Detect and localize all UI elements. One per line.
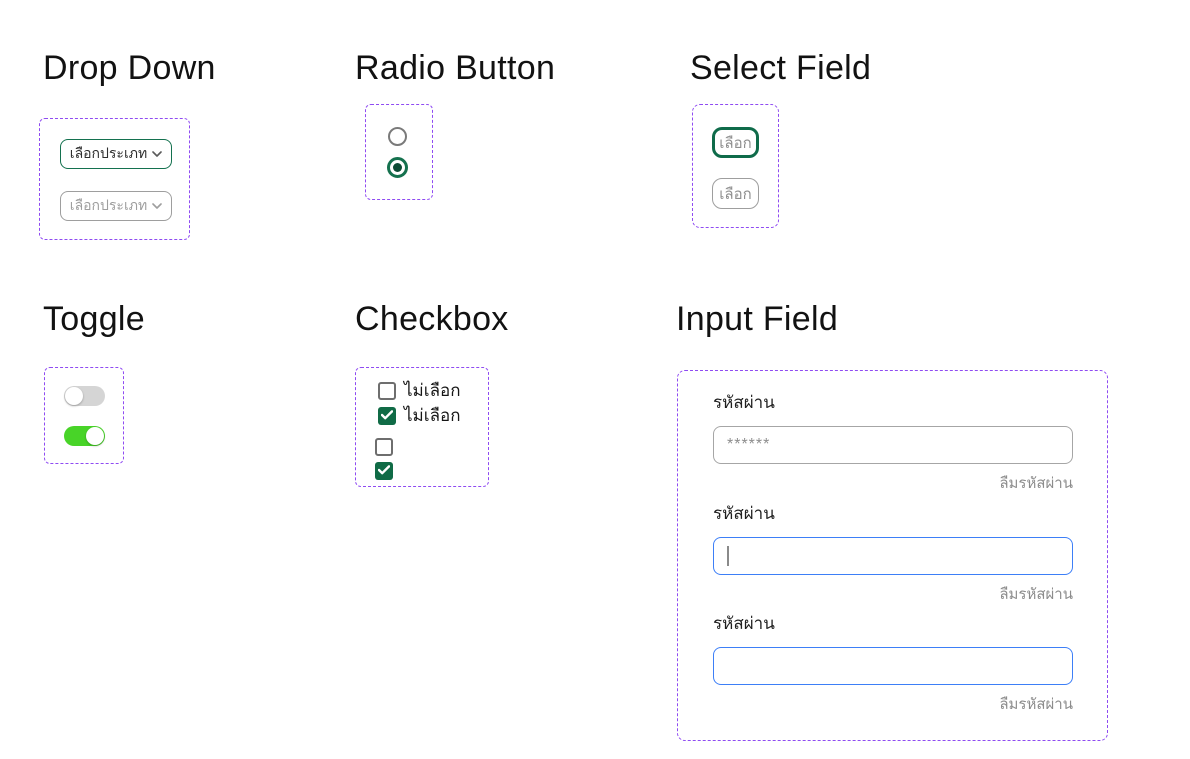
- select-chip-selected[interactable]: เลือก: [712, 127, 759, 158]
- password-label: รหัสผ่าน: [713, 393, 775, 412]
- input-section-title: Input Field: [676, 300, 839, 338]
- password-input-active[interactable]: [713, 647, 1073, 685]
- input-group-focused: รหัสผ่าน ลืมรหัสผ่าน: [713, 504, 1073, 603]
- checkbox-label: ไม่เลือก: [404, 406, 461, 425]
- toggle-component-frame: [44, 367, 124, 464]
- checkbox-checked[interactable]: [375, 462, 393, 480]
- input-component-frame: รหัสผ่าน ลืมรหัสผ่าน รหัสผ่าน ลืมรหัสผ่า…: [677, 370, 1108, 741]
- dropdown-button-label: เลือกประเภท: [69, 197, 148, 213]
- chevron-down-icon: [152, 151, 163, 157]
- password-input-focused[interactable]: [713, 537, 1073, 575]
- text-caret: [727, 546, 729, 566]
- forgot-password-link[interactable]: ลืมรหัสผ่าน: [999, 586, 1073, 603]
- dropdown-button-label: เลือกประเภท: [69, 145, 148, 161]
- select-component-frame: เลือก เลือก: [692, 104, 779, 228]
- forgot-password-link[interactable]: ลืมรหัสผ่าน: [999, 475, 1073, 492]
- checkbox-component-frame: ไม่เลือก ไม่เลือก: [355, 367, 489, 487]
- password-label: รหัสผ่าน: [713, 614, 775, 633]
- checkbox-unchecked[interactable]: [375, 438, 393, 456]
- select-chip-default[interactable]: เลือก: [712, 178, 759, 209]
- toggle-section-title: Toggle: [43, 300, 145, 338]
- select-chip-label: เลือก: [719, 185, 752, 203]
- chevron-down-icon: [152, 203, 163, 209]
- toggle-switch-on[interactable]: [64, 426, 105, 446]
- checkbox-unchecked[interactable]: [378, 382, 396, 400]
- dropdown-section-title: Drop Down: [43, 49, 216, 87]
- input-group-active: รหัสผ่าน ลืมรหัสผ่าน: [713, 614, 1073, 713]
- dropdown-button-active[interactable]: เลือกประเภท: [60, 139, 172, 169]
- check-icon: [380, 407, 394, 425]
- select-section-title: Select Field: [690, 49, 872, 87]
- check-icon: [377, 462, 391, 480]
- checkbox-checked[interactable]: [378, 407, 396, 425]
- password-input-default[interactable]: [713, 426, 1073, 464]
- dropdown-component-frame: เลือกประเภท เลือกประเภท: [39, 118, 190, 240]
- radio-button-selected[interactable]: [387, 157, 408, 178]
- password-label: รหัสผ่าน: [713, 504, 775, 523]
- checkbox-label: ไม่เลือก: [404, 381, 461, 400]
- toggle-knob: [65, 387, 83, 405]
- radio-section-title: Radio Button: [355, 49, 556, 87]
- select-chip-label: เลือก: [719, 134, 752, 152]
- checkbox-section-title: Checkbox: [355, 300, 509, 338]
- toggle-switch-off[interactable]: [64, 386, 105, 406]
- dropdown-button-inactive[interactable]: เลือกประเภท: [60, 191, 172, 221]
- toggle-knob: [86, 427, 104, 445]
- radio-component-frame: [365, 104, 433, 200]
- radio-button-unselected[interactable]: [388, 127, 407, 146]
- radio-dot: [393, 163, 402, 172]
- input-group-default: รหัสผ่าน ลืมรหัสผ่าน: [713, 393, 1073, 492]
- forgot-password-link[interactable]: ลืมรหัสผ่าน: [999, 696, 1073, 713]
